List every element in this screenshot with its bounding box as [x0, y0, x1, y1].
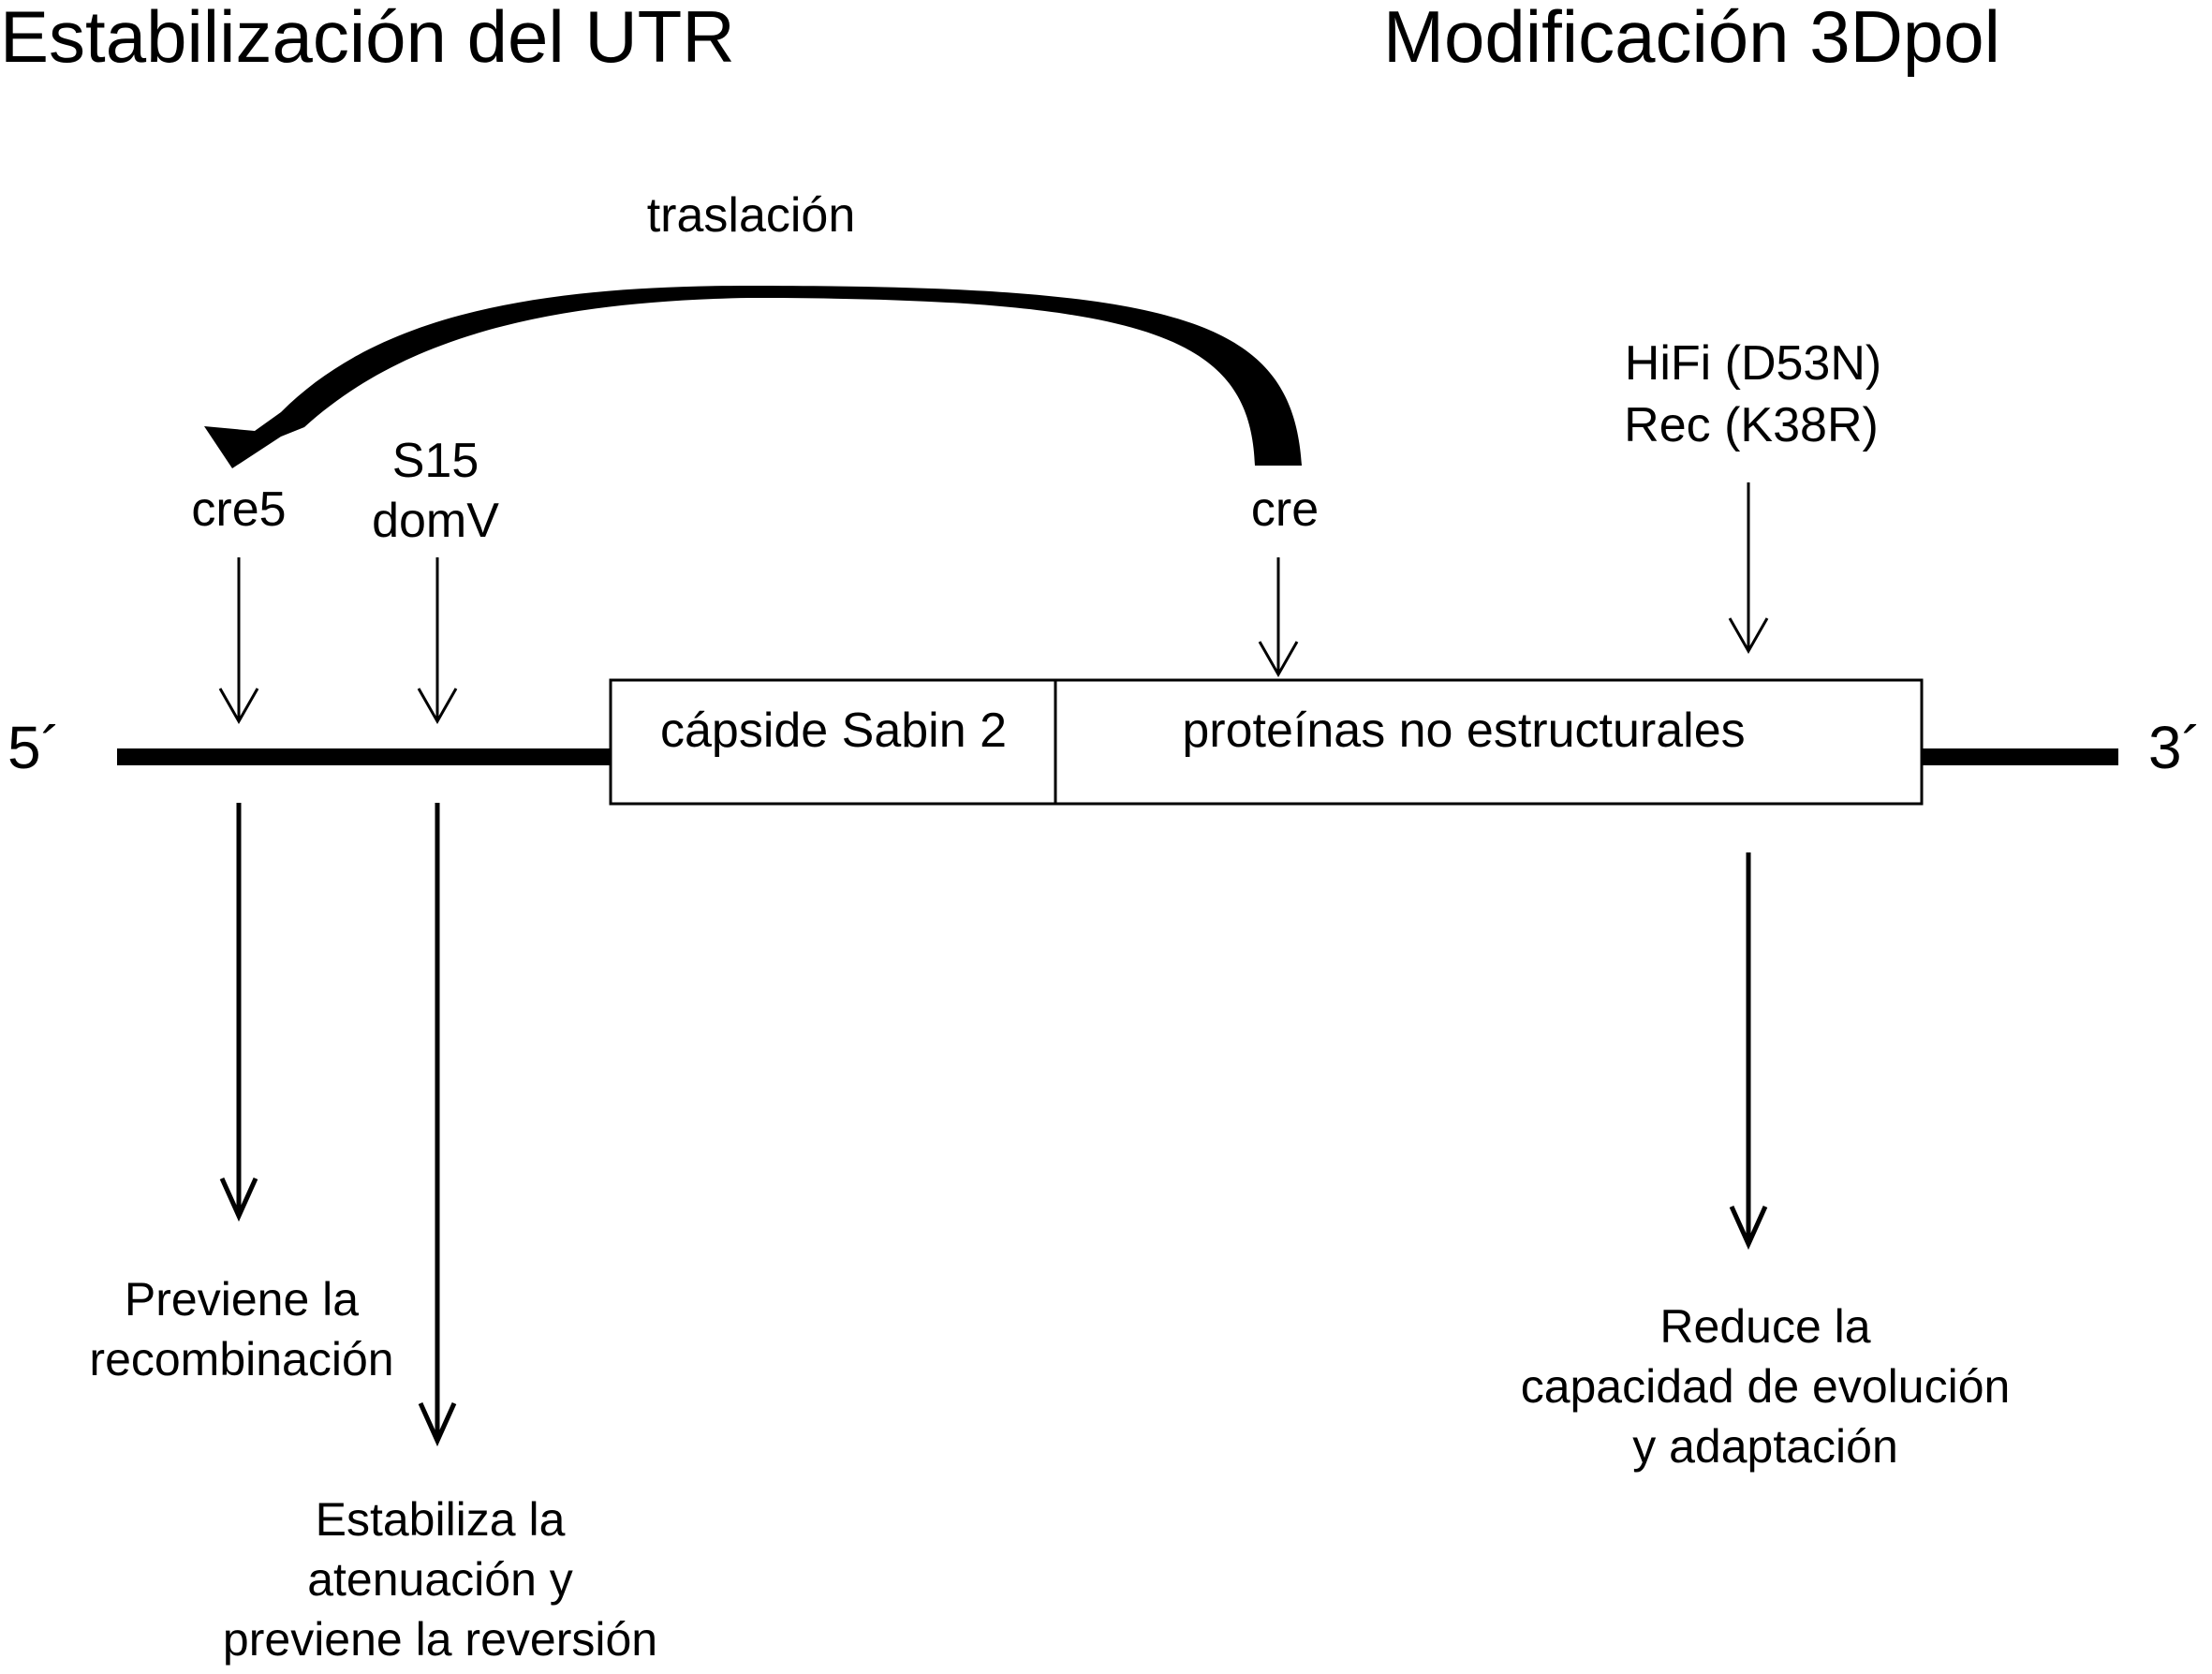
attenuation-arrowhead — [418, 1401, 457, 1447]
capsid-segment-label: cápside Sabin 2 — [659, 704, 1008, 758]
hifi-mutation-label: HiFi (D53N) — [1624, 336, 1882, 391]
attenuation-line: atenuación y — [307, 1553, 573, 1606]
five-prime-label: 5´ — [7, 714, 61, 781]
nonstructural-segment-label: proteínas no estructurales — [1182, 704, 1746, 758]
coding-region-box — [609, 678, 1924, 806]
evolution-line: capacidad de evolución — [1520, 1360, 2011, 1413]
recombination-effect-text: Previene la recombinación — [89, 1269, 393, 1389]
attenuation-line: Estabiliza la — [315, 1493, 566, 1546]
three-prime-label: 3´ — [2148, 714, 2202, 781]
marker-arrows — [218, 482, 1769, 725]
effect-arrows — [219, 803, 1768, 1447]
evolution-arrowhead — [1729, 1205, 1768, 1251]
pol-arrowhead — [1728, 617, 1769, 655]
cre5-arrowhead — [218, 688, 259, 725]
heading-3dpol-modification: Modificación 3Dpol — [1383, 0, 2001, 78]
attenuation-line: previene la reversión — [222, 1613, 658, 1666]
translation-label: traslación — [646, 188, 856, 243]
s15-arrowhead — [417, 688, 458, 725]
translation-arrow — [204, 286, 1302, 468]
evolution-effect-text: Reduce la capacidad de evolución y adapt… — [1521, 1296, 2011, 1476]
domv-label: domV — [372, 494, 499, 548]
cre-arrowhead — [1258, 641, 1299, 678]
evolution-line: Reduce la — [1659, 1300, 1871, 1353]
rec-mutation-label: Rec (K38R) — [1624, 398, 1879, 452]
attenuation-effect-text: Estabiliza la atenuación y previene la r… — [223, 1489, 657, 1669]
cre-label: cre — [1250, 482, 1320, 537]
evolution-line: y adaptación — [1632, 1420, 1898, 1473]
recombination-line: Previene la — [124, 1273, 360, 1326]
recombination-arrowhead — [219, 1177, 258, 1222]
s15-label: S15 — [391, 434, 479, 488]
cre5-label: cre5 — [191, 482, 287, 537]
heading-utr-stabilization: Estabilización del UTR — [0, 0, 735, 78]
recombination-line: recombinación — [89, 1333, 394, 1385]
